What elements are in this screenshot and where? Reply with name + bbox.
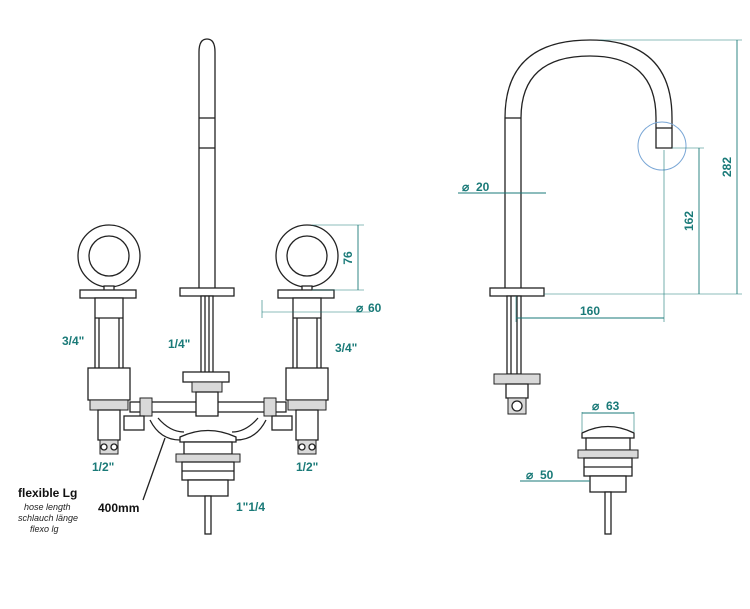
right-handle-plate [277,289,335,299]
side-spout-nut [493,373,541,385]
left-handle-plate [79,289,137,299]
side-spout-fitting [505,383,529,399]
hose-left [149,419,181,441]
label-3-4-right: 3/4" [335,341,357,355]
cross-pipe-coupler-left [123,415,145,431]
dim-50-dia: ⌀ [526,468,534,482]
side-spout-plate [489,287,545,297]
label-3-4-left: 3/4" [62,334,84,348]
side-waste-body [585,437,631,451]
front-waste-rod [204,495,212,535]
right-fitting-dot-2 [308,443,316,451]
front-waste-ring [175,453,241,463]
dim-60-dia: ⌀ [356,301,364,315]
right-valve-body [292,297,322,371]
label-1-2-left: 1/2" [92,460,114,474]
front-waste-cap [179,429,237,443]
hose-length-label: 400mm [98,501,139,515]
side-view: ⌀ 20 282 162 160 ⌀ 63 ⌀ 50 [458,39,742,535]
aerator-highlight-circle [637,121,687,171]
dim-60-label: 60 [368,301,382,315]
side-waste-rod [604,491,612,535]
dim-20-label: 20 [476,180,490,194]
left-valve-ring [89,399,129,411]
side-waste-ring [577,449,639,459]
left-fitting-dot-2 [110,443,118,451]
dim-63-label: 63 [606,399,620,413]
dim-63-dia: ⌀ [592,399,600,413]
hose-line-1: hose length [24,502,71,512]
label-1-2-right: 1/2" [296,460,318,474]
side-waste-thread [589,475,627,493]
front-waste-body [183,441,233,455]
right-handle-ring-inner [286,235,328,277]
right-valve-nut [285,367,329,401]
cross-pipe-nut-left [139,397,153,417]
hose-leader [142,437,166,501]
hose-right-2 [231,417,259,433]
hose-left-2 [157,417,185,433]
front-spout-stem [200,295,214,375]
label-1-1-4: 1"1/4 [236,500,265,514]
dim-160-label: 160 [580,304,600,318]
dim-20-dia: ⌀ [462,180,470,194]
front-waste-thread [187,479,229,497]
left-valve-nut [87,367,131,401]
right-valve-ring [287,399,327,411]
label-1-4: 1/4" [168,337,190,351]
right-fitting-dot [298,443,306,451]
dim-76-label: 76 [341,251,355,265]
right-valve-tail [295,409,319,441]
cross-pipe-coupler-right [271,415,293,431]
hose-title: flexible Lg [18,486,77,500]
cross-pipe-tee [195,391,219,417]
dim-162-label: 162 [682,211,696,231]
front-view: 76 ⌀ 60 3/4" 3/4" 1/4" 1/2" 1/2" 1"1/4 4… [18,38,382,535]
front-spout-nut-2 [191,381,223,393]
side-waste-cap [581,425,635,439]
hose-line-2: schlauch länge [18,513,78,523]
hose-right [235,419,267,441]
cross-pipe-nut-right [263,397,277,417]
side-spout [504,39,673,293]
front-spout-plate [179,287,235,297]
left-valve-tail [97,409,121,441]
side-fitting-dot [511,400,523,412]
dim-282-label: 282 [720,157,734,177]
front-spout [198,38,216,293]
dim-50-label: 50 [540,468,554,482]
left-handle-ring-inner [88,235,130,277]
front-spout-nut [182,371,230,383]
hose-line-3: flexo lg [30,524,59,534]
left-fitting-dot [100,443,108,451]
side-spout-stem [506,295,522,375]
